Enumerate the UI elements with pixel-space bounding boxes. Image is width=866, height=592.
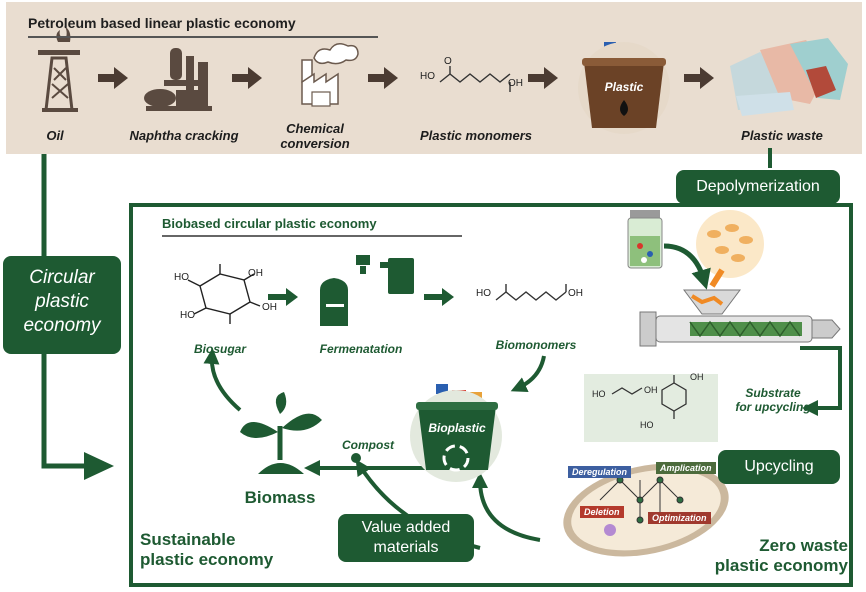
naphtha-plant-icon xyxy=(144,48,212,111)
plastic-monomers-label: Plastic monomers xyxy=(420,128,532,143)
zero-waste-line2: plastic economy xyxy=(714,556,848,575)
chemical-conversion-line1: Chemical xyxy=(286,121,344,136)
substrate-ho-1: HO xyxy=(592,389,606,399)
value-added-line2: materials xyxy=(373,539,439,556)
plastic-bucket-label: Plastic xyxy=(604,80,644,94)
bioplastic-bucket-icon xyxy=(410,384,502,482)
circular-economy-badge: Circular plastic economy xyxy=(3,256,121,354)
linear-flow-arrows xyxy=(98,67,714,89)
oil-label: Oil xyxy=(46,128,64,143)
oil-derrick-icon xyxy=(38,26,80,112)
linear-economy-panel xyxy=(6,2,862,154)
circular-economy-box xyxy=(129,203,853,587)
microbe-to-extruder-arrow xyxy=(709,268,725,288)
substrate-panel xyxy=(584,374,718,442)
deregulation-tag: Deregulation xyxy=(568,466,632,478)
monomer-o: O xyxy=(444,56,452,67)
compost-node xyxy=(351,453,361,463)
biomonomer-oh: OH xyxy=(568,288,583,299)
value-added-badge: Value added materials xyxy=(338,514,474,562)
circular-title-rule xyxy=(162,235,462,237)
sustainable-economy-label: Sustainable plastic economy xyxy=(140,530,273,570)
factory-icon xyxy=(301,43,359,107)
zero-waste-line1: Zero waste xyxy=(759,536,848,555)
deletion-tag: Deletion xyxy=(580,506,624,518)
substrate-label: Substrate for upcycling xyxy=(726,386,820,414)
circular-badge-line1: Circular xyxy=(29,267,95,288)
bioplastic-label: Bioplastic xyxy=(428,421,486,435)
biosugar-label: Biosugar xyxy=(193,342,246,356)
upcycling-badge: Upcycling xyxy=(718,450,840,484)
vial-to-extruder-arrow xyxy=(663,243,711,290)
plastic-waste-icon xyxy=(730,38,848,116)
optimization-tag: Optimization xyxy=(648,512,711,524)
microbe-icon xyxy=(696,210,764,278)
compost-label: Compost xyxy=(342,438,394,452)
vial-icon xyxy=(627,210,663,269)
circular-badge-line2: plastic xyxy=(35,291,89,312)
sugar-oh-right: OH xyxy=(262,302,277,313)
zero-waste-label: Zero waste plastic economy xyxy=(688,536,848,576)
chemical-conversion-label: Chemical conversion xyxy=(272,121,358,151)
sugar-ho-bottom: HO xyxy=(180,310,195,321)
chemical-conversion-line2: conversion xyxy=(280,136,350,151)
substrate-structures xyxy=(611,375,687,419)
sugar-oh-top: OH xyxy=(248,268,263,279)
substrate-oh-2: OH xyxy=(690,372,704,382)
linear-economy-title: Petroleum based linear plastic economy xyxy=(28,15,296,31)
sustainable-line2: plastic economy xyxy=(140,550,274,569)
monomer-structure xyxy=(439,66,511,92)
circular-badge-line3: economy xyxy=(23,315,101,336)
linear-title-rule xyxy=(28,36,378,38)
plant-icon xyxy=(240,392,322,474)
glucose-structure xyxy=(187,264,261,324)
substrate-line2: for upcycling xyxy=(735,400,811,414)
fermentation-label: Fermenatation xyxy=(319,342,403,356)
amplication-tag: Amplication xyxy=(656,462,716,474)
circular-economy-title: Biobased circular plastic economy xyxy=(162,216,377,231)
plastic-bucket-icon xyxy=(578,42,670,134)
extruder-icon xyxy=(639,289,841,347)
biomonomer-ho: HO xyxy=(476,288,491,299)
ferment-to-monomer-arrow xyxy=(424,288,454,306)
naphtha-label: Naphtha cracking xyxy=(129,128,239,143)
circular-arrows xyxy=(203,346,842,550)
monomer-ho: HO xyxy=(420,71,435,82)
monomer-oh: OH xyxy=(508,78,523,89)
sugar-to-ferment-arrow xyxy=(268,288,298,306)
substrate-oh-1: OH xyxy=(644,385,658,395)
sugar-ho-left: HO xyxy=(174,272,189,283)
value-added-line1: Value added xyxy=(361,519,451,536)
depolymerization-badge: Depolymerization xyxy=(676,170,840,204)
fermenter-icon xyxy=(320,255,414,326)
biomonomer-structure xyxy=(495,284,567,301)
substrate-line1: Substrate xyxy=(745,386,801,400)
biomonomers-label: Biomonomers xyxy=(495,338,577,352)
microbial-cell-icon xyxy=(563,463,729,557)
biomass-label: Biomass xyxy=(244,488,316,507)
sustainable-line1: Sustainable xyxy=(140,530,236,549)
substrate-ho-2: HO xyxy=(640,420,654,430)
plastic-waste-label: Plastic waste xyxy=(741,128,823,143)
